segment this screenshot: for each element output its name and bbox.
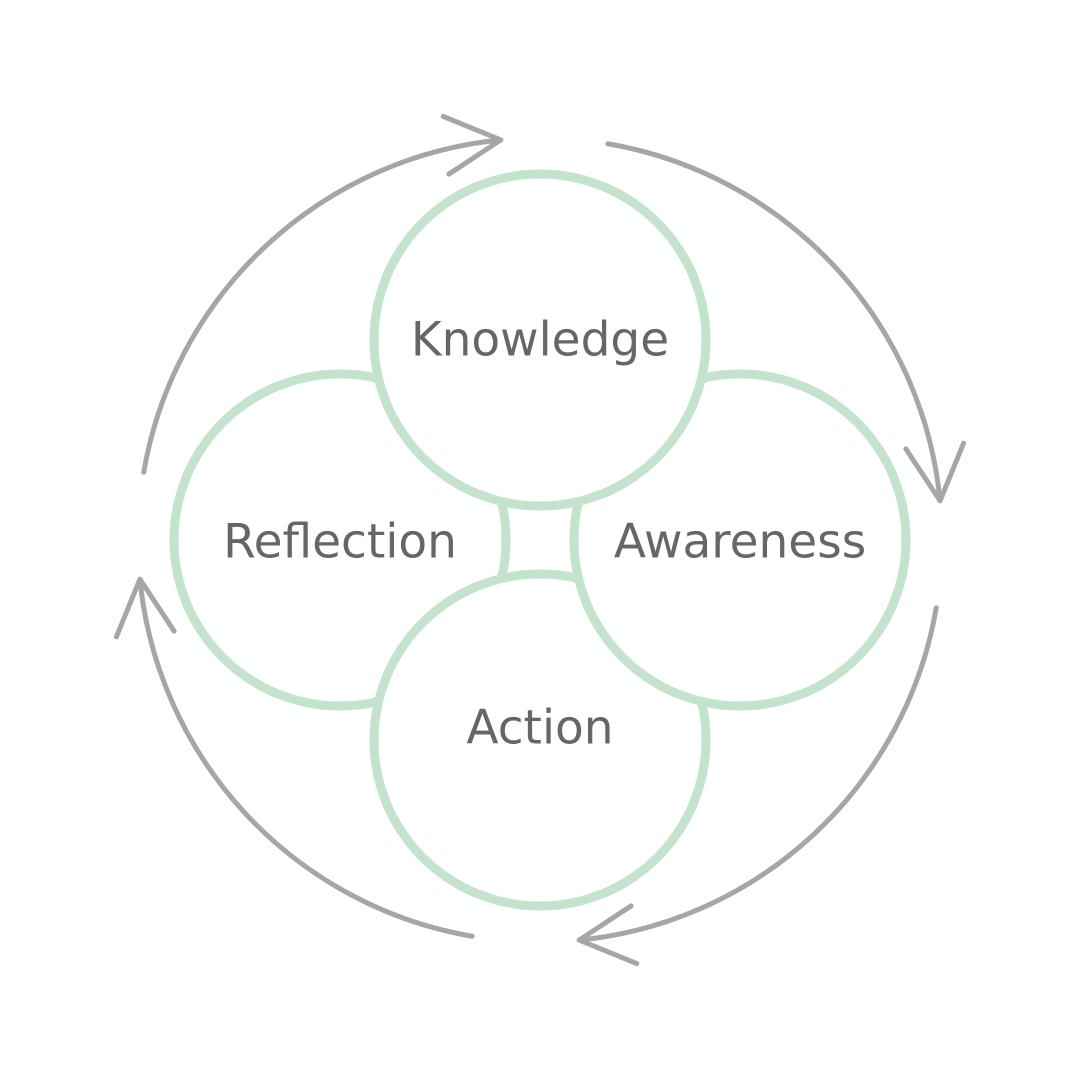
arrow-arc bbox=[605, 141, 943, 504]
node-knowledge: Knowledge bbox=[369, 169, 711, 511]
arrow-awareness-to-action bbox=[576, 605, 939, 967]
arrow-arc bbox=[137, 576, 475, 939]
cycle-arrows bbox=[113, 113, 967, 967]
arrow-head-icon bbox=[113, 576, 177, 640]
node-label-reflection: Reflection bbox=[223, 515, 457, 570]
arrow-reflection-to-knowledge bbox=[141, 113, 504, 475]
arrow-head-icon bbox=[903, 440, 967, 504]
node-label-awareness: Awareness bbox=[614, 515, 866, 570]
arrow-head-icon bbox=[440, 113, 504, 177]
arrow-knowledge-to-awareness bbox=[605, 141, 967, 504]
arrow-head-icon bbox=[576, 903, 640, 967]
node-circle-knowledge bbox=[369, 169, 711, 511]
node-label-action: Action bbox=[466, 701, 613, 756]
node-label-knowledge: Knowledge bbox=[411, 313, 669, 368]
arrow-arc bbox=[576, 605, 939, 943]
arrow-action-to-reflection bbox=[113, 576, 475, 939]
arrow-arc bbox=[141, 137, 504, 475]
